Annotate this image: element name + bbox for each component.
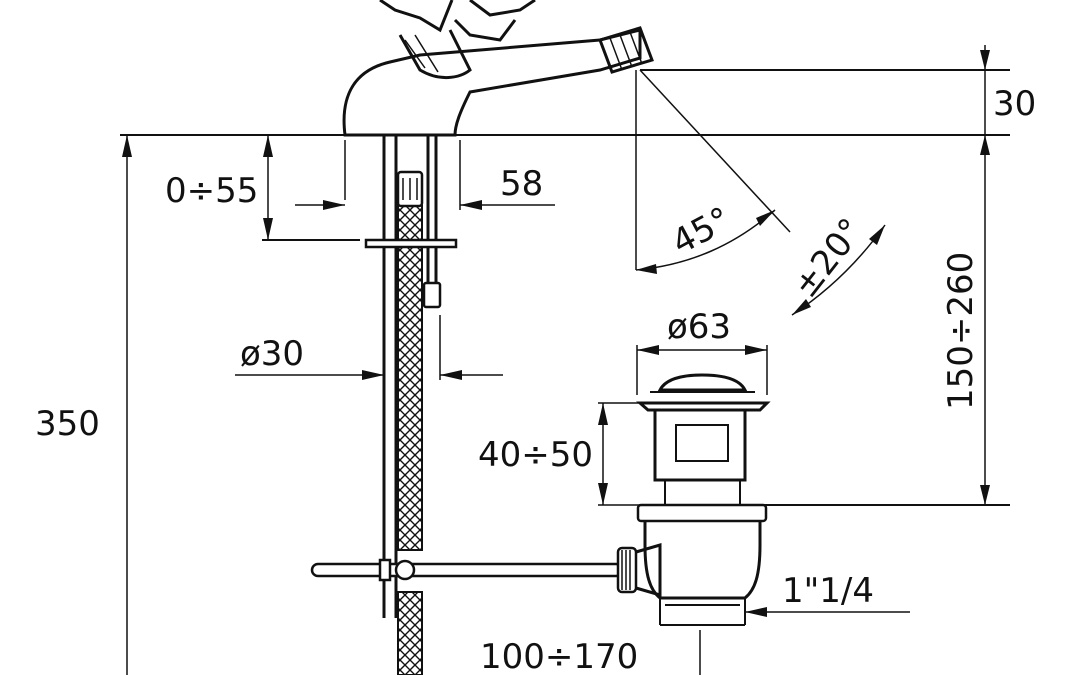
dim-1-1-4: 1"1/4: [782, 571, 874, 611]
dim-58: 58: [500, 164, 543, 204]
dimension-lines: [122, 45, 1010, 675]
dim-40-50: 40÷50: [478, 435, 593, 475]
dim-150-260: 150÷260: [941, 252, 981, 410]
dim-phi63: ø63: [667, 307, 731, 347]
dim-0-55: 0÷55: [165, 171, 258, 211]
dim-phi30: ø30: [240, 334, 304, 374]
dim-100-170: 100÷170: [480, 637, 638, 675]
faucet-body: [342, 0, 654, 137]
popup-rod: [310, 543, 662, 597]
dim-30: 30: [993, 84, 1036, 124]
dim-45-deg: 45°: [665, 199, 737, 263]
mounting-stem: [364, 135, 458, 675]
drain-assembly: [636, 373, 771, 626]
dim-350: 350: [35, 404, 100, 444]
